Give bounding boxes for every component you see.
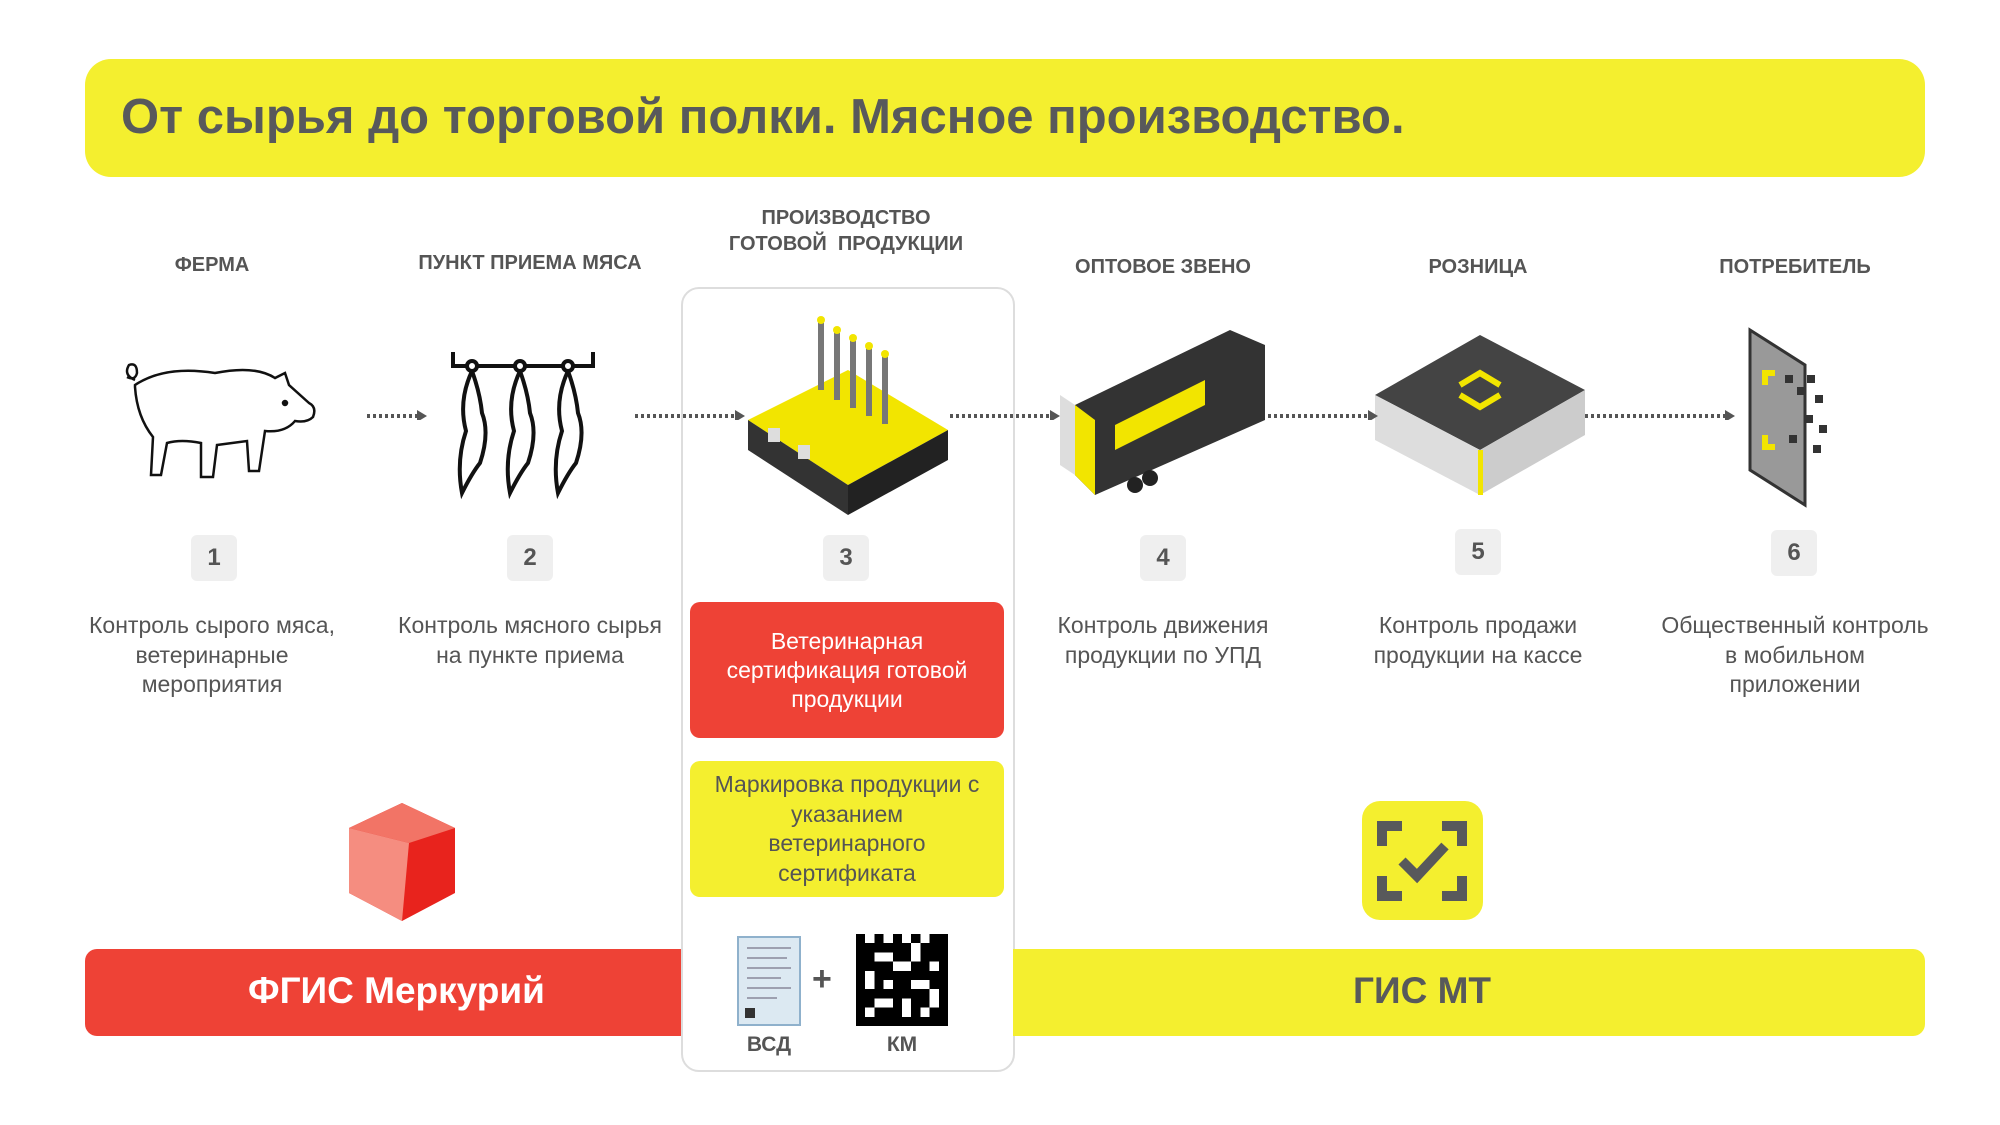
stage-header-line: ГОТОВОЙ ПРОДУКЦИИ [728,233,964,255]
stage-description: Контроль мясного сырья на пункте приема [398,612,662,668]
stage-description: Контроль сырого мяса, ветеринарные мероп… [89,612,335,697]
plus-sign: + [812,960,832,998]
factory-icon [748,316,948,515]
stage-header-farm: ФЕРМА [174,254,250,276]
flow-arrow [635,410,745,420]
hanging-carcasses-icon [451,352,595,500]
page-title: От сырья до торговой полки. Мясное произ… [121,90,1405,144]
title-banner: От сырья до торговой полки. Мясное произ… [85,59,1925,177]
mercury-logo-icon [349,803,455,921]
flow-arrow [950,410,1060,420]
truck-icon [1060,330,1265,495]
fgis-mercury-bar: ФГИС Меркурий [85,949,681,1036]
step-number-badge: 5 [1455,529,1501,575]
km-label: КМ [886,1033,918,1056]
step-number-badge: 1 [191,535,237,581]
stage-header-retail: РОЗНИЦА [1428,256,1528,278]
gis-mt-label: ГИС МТ [1353,970,1491,1011]
stage-header-meat-reception: ПУНКТ ПРИЕМА МЯСА [418,252,642,274]
vet-certification-text: Ветеринарная сертификация готовой продук… [726,627,968,712]
stage-header-production: ПРОИЗВОДСТВО ГОТОВОЙ ПРОДУКЦИИ [696,205,996,257]
stage-header-consumer: ПОТРЕБИТЕЛЬ [1719,256,1871,278]
flow-arrow [1585,410,1735,420]
fgis-mercury-label: ФГИС Меркурий [248,970,545,1011]
vsd-document-icon [737,936,801,1026]
marking-text: Маркировка продукции с указанием ветерин… [714,771,980,886]
pig-icon [125,363,316,479]
step-number-badge: 3 [823,535,869,581]
stage-header-wholesale: ОПТОВОЕ ЗВЕНО [1075,256,1251,278]
step-number-badge: 6 [1771,530,1817,576]
flow-arrow [367,410,427,420]
marking-box: Маркировка продукции с указанием ветерин… [690,761,1004,897]
stage-header-line: ПРОИЗВОДСТВО [761,207,931,229]
stage-description: Общественный контроль в мобильном прилож… [1661,612,1929,697]
stage-description: Контроль продажи продукции на кассе [1373,612,1583,668]
gis-mt-bar: ГИС МТ [1013,949,1925,1036]
step-number-badge: 4 [1140,535,1186,581]
stage-description: Контроль движения продукции по УПД [1057,612,1269,668]
phone-scan-icon [1748,327,1827,508]
store-icon [1375,335,1585,495]
step-number-badge: 2 [507,535,553,581]
vet-certification-box: Ветеринарная сертификация готовой продук… [690,602,1004,738]
flow-arrow [1268,410,1378,420]
datamatrix-code-icon [856,934,948,1026]
vsd-label: ВСД [746,1033,792,1056]
gis-mt-logo-icon [1362,801,1483,920]
